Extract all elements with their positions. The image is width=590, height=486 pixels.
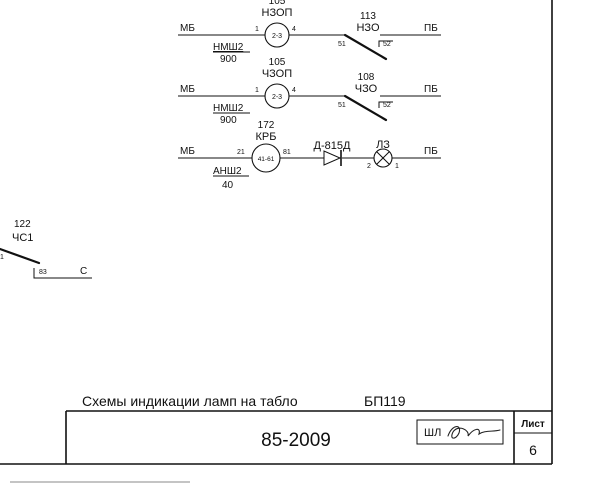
lamp-cross-b xyxy=(376,151,390,165)
drawing-title-code: БП119 xyxy=(364,393,406,409)
relay-coil-label: 2-3 xyxy=(272,94,282,101)
right-rail-label: ПБ xyxy=(424,146,438,157)
contact-pin-a: 51 xyxy=(338,41,346,48)
contact-name: ЧЗО xyxy=(355,83,378,95)
contact-pin-b: 52 xyxy=(383,41,391,48)
cable-3: АНШ2 40 xyxy=(213,166,249,191)
stamp-text: ШЛ xyxy=(424,427,441,439)
cable-name: АНШ2 xyxy=(213,166,242,177)
relay-pin-out: 4 xyxy=(292,87,296,94)
diode-triangle xyxy=(323,150,342,166)
relay-name: ЧЗОП xyxy=(262,68,292,80)
signature-stamp: ШЛ xyxy=(416,419,504,445)
contact-pin-b: 52 xyxy=(383,102,391,109)
circuit-row-2: МБ ПБ 105 ЧЗОП 2-3 1 4 108 ЧЗО 51 52 НМШ… xyxy=(178,57,441,126)
relay-name: НЗОП xyxy=(262,7,293,19)
cable-name: НМШ2 xyxy=(213,42,244,53)
relay-2: 105 ЧЗОП 2-3 1 4 xyxy=(255,57,296,109)
doc-number: 85-2009 xyxy=(261,430,331,451)
lamp-pin-b: 1 xyxy=(395,163,399,170)
relay-coil-circle xyxy=(251,143,281,173)
title-block: Схемы индикации ламп на табло БП119 85-2… xyxy=(65,393,552,464)
relay-1: 105 НЗОП 2-3 1 4 xyxy=(255,0,296,48)
cable-1: НМШ2 900 xyxy=(213,42,250,65)
relay-number: 172 xyxy=(258,120,275,131)
left-rail-label: МБ xyxy=(180,84,195,95)
relay-coil-circle xyxy=(264,83,290,109)
cable-2: НМШ2 900 xyxy=(213,103,250,126)
relay-number: 105 xyxy=(269,57,286,68)
relay-3: 172 КРБ 41-61 21 81 xyxy=(237,120,291,173)
lamp: ЛЗ 2 1 xyxy=(367,139,399,170)
contact-blade xyxy=(343,33,388,61)
relay-pin-in: 1 xyxy=(255,26,259,33)
cable-value: 900 xyxy=(220,54,237,65)
contact-stop xyxy=(378,40,393,47)
contact-1: 113 НЗО 51 52 xyxy=(338,11,393,61)
edge-contact-rail: С xyxy=(80,266,87,277)
edge-contact-pin-left: 1 xyxy=(0,254,4,261)
cable-name: НМШ2 xyxy=(213,103,244,114)
edge-contact-name: ЧС1 xyxy=(12,232,33,244)
diode-label: Д-815Д xyxy=(314,140,351,152)
right-rail-label: ПБ xyxy=(424,84,438,95)
circuit-row-3: МБ ПБ 172 КРБ 41-61 21 81 Д-815Д ЛЗ 2 1 … xyxy=(178,120,441,191)
relay-pin-out: 81 xyxy=(283,149,291,156)
right-rail-label: ПБ xyxy=(424,23,438,34)
relay-pin-in: 1 xyxy=(255,87,259,94)
cable-value: 900 xyxy=(220,115,237,126)
relay-name: КРБ xyxy=(256,131,277,143)
left-rail-label: МБ xyxy=(180,146,195,157)
contact-number: 113 xyxy=(360,11,376,22)
sheet-number: 6 xyxy=(529,442,537,458)
relay-coil-label: 2-3 xyxy=(272,33,282,40)
contact-blade xyxy=(343,94,388,122)
relay-pin-in: 21 xyxy=(237,149,245,156)
circuit-row-1: МБ ПБ 105 НЗОП 2-3 1 4 113 НЗО 51 52 НМШ… xyxy=(178,0,441,65)
edge-contact: 122 ЧС1 1 83 С xyxy=(0,219,92,279)
contact-number: 108 xyxy=(358,72,375,83)
edge-contact-pin-right: 83 xyxy=(39,269,47,276)
lamp-label: ЛЗ xyxy=(376,139,390,151)
diode: Д-815Д xyxy=(314,140,351,166)
left-rail-label: МБ xyxy=(180,23,195,34)
relay-coil-circle xyxy=(264,22,290,48)
signature-scribble xyxy=(447,426,501,439)
contact-pin-a: 51 xyxy=(338,102,346,109)
contact-stop xyxy=(378,101,393,108)
contact-name: НЗО xyxy=(356,22,379,34)
drawing-title: Схемы индикации ламп на табло xyxy=(82,393,298,409)
edge-contact-stop xyxy=(33,268,92,279)
relay-coil-label: 41-61 xyxy=(258,156,275,163)
relay-pin-out: 4 xyxy=(292,26,296,33)
stamp-frame xyxy=(416,419,504,445)
lamp-pin-a: 2 xyxy=(367,163,371,170)
contact-2: 108 ЧЗО 51 52 xyxy=(338,72,393,122)
edge-contact-number: 122 xyxy=(14,219,31,230)
sheet-label: Лист xyxy=(521,419,545,430)
edge-contact-blade xyxy=(0,247,41,265)
relay-number: 105 xyxy=(269,0,286,7)
cable-value: 40 xyxy=(222,180,234,191)
